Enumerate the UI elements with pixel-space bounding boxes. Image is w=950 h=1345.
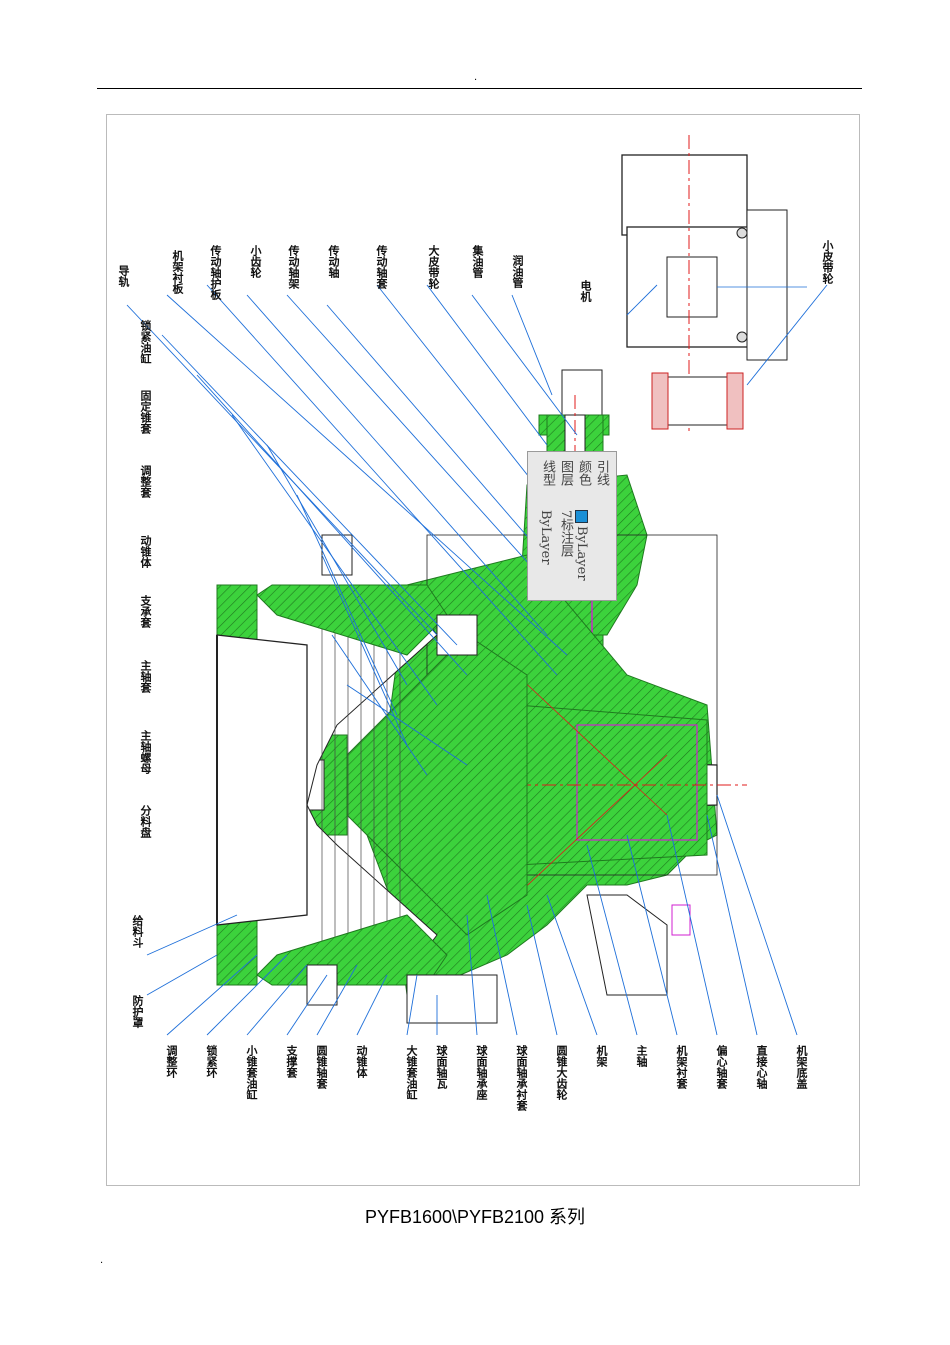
part-label: 给料斗 [131,915,144,948]
part-label: 圆锥轴套 [315,1045,328,1089]
part-label: 主轴螺母 [139,730,152,774]
figure-caption: PYFB1600\PYFB2100 系列 [364,1207,586,1227]
part-label: 机架底盖 [795,1045,808,1089]
part-label: 偏心轴套 [715,1045,728,1089]
part-label: 直接心轴 [755,1045,768,1089]
motor [621,135,807,435]
cylinders [306,534,691,1024]
part-label: 小齿轮 [249,245,262,278]
part-label: 球面轴承座 [475,1045,488,1100]
part-label: 固定锥套 [139,390,152,434]
part-label: 锁紧环 [205,1045,218,1078]
prop-key-leader: 引线 [594,460,609,486]
part-label: 传动轴 [327,245,340,278]
crusher-drawing: 引线 颜色 图层 线型 ByLayer 7标注层 ByLayer 导轨 锁紧油缸… [106,114,860,1186]
part-label: 机架衬板 [171,250,184,294]
part-label: 主轴套 [139,660,152,693]
header-dot: . [474,72,478,83]
part-label: 机架 [595,1045,608,1067]
color-swatch-icon [574,510,588,523]
part-label: 主轴 [635,1045,648,1067]
part-label: 大皮带轮 [427,245,440,289]
leader-lines [126,284,828,1036]
part-label: 润油管 [511,255,524,288]
footer-dot: . [100,1255,104,1266]
prop-key-linetype: 线型 [540,460,555,486]
part-label: 传动轴架 [287,245,300,289]
part-label: 动锥体 [139,535,152,568]
part-label: 动锥体 [355,1045,368,1078]
feed-hopper [216,634,308,926]
prop-key-layer: 图层 [558,460,573,486]
part-label: 小锥套油缸 [245,1045,258,1100]
part-label: 球面轴承衬套 [515,1045,528,1111]
prop-val-layer: 7标注层 [558,510,573,558]
part-label: 调整环 [165,1045,178,1078]
part-label: 防护罩 [131,995,144,1028]
part-label: 调整套 [139,465,152,498]
part-label: 大锥套油缸 [405,1045,418,1100]
part-label: 电机 [579,280,592,302]
part-label: 导轨 [117,265,130,287]
part-label: 传动轴套 [375,245,388,289]
part-label: 小皮带轮 [821,240,834,284]
part-label: 圆锥大齿轮 [555,1045,568,1100]
part-label: 传动轴护板 [209,245,222,300]
prop-val-color: ByLayer [574,510,589,581]
properties-tooltip: 引线 颜色 图层 线型 ByLayer 7标注层 ByLayer [527,451,617,601]
prop-key-color: 颜色 [576,460,591,486]
part-label: 支撑套 [285,1045,298,1078]
header-rule [97,88,862,89]
part-label: 集油管 [471,245,484,278]
part-label: 支承套 [139,595,152,628]
prop-val-color-text: ByLayer [574,526,589,581]
part-label: 球面轴瓦 [435,1045,448,1089]
part-label: 分料盘 [139,805,152,838]
part-label: 锁紧油缸 [139,320,152,364]
prop-val-linetype: ByLayer [538,510,553,565]
part-label: 机架衬套 [675,1045,688,1089]
